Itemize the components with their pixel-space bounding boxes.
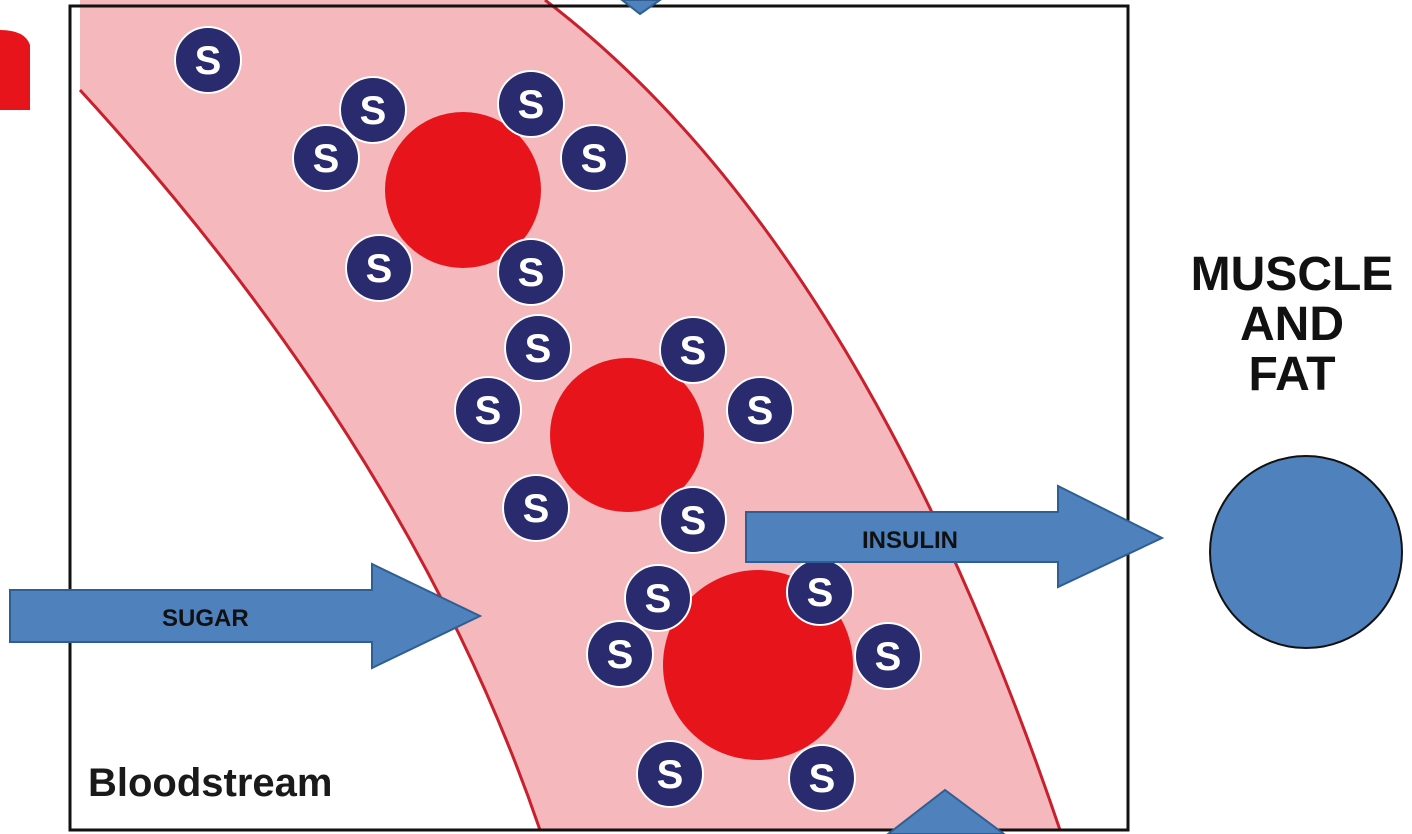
sugar-molecule-letter: S — [680, 329, 707, 373]
muscle-fat-cell — [1210, 456, 1402, 648]
bloodstream-label: Bloodstream — [88, 761, 333, 805]
red-corner-mark — [0, 30, 30, 110]
sugar-molecule-letter: S — [518, 83, 545, 127]
sugar-molecule-letter: S — [360, 89, 387, 133]
sugar-molecule-letter: S — [607, 633, 634, 677]
sugar-molecule-letter: S — [475, 389, 502, 433]
sugar-molecule-letter: S — [809, 757, 836, 801]
sugar-molecule-letter: S — [747, 389, 774, 433]
sugar-molecule-letter: S — [875, 635, 902, 679]
sugar-molecule-letter: S — [313, 137, 340, 181]
sugar-molecule-letter: S — [525, 327, 552, 371]
and-label: AND — [1240, 298, 1344, 351]
muscle-label: MUSCLE — [1191, 248, 1394, 301]
sugar-molecule-letter: S — [195, 39, 222, 83]
sugar-molecule-letter: S — [657, 753, 684, 797]
sugar-molecule-letter: S — [581, 137, 608, 181]
sugar-molecule-letter: S — [807, 571, 834, 615]
sugar-label: SUGAR — [162, 605, 249, 632]
sugar-molecule-letter: S — [523, 487, 550, 531]
sugar-molecule-letter: S — [680, 499, 707, 543]
insulin-label: INSULIN — [862, 527, 958, 554]
sugar-molecule-letter: S — [645, 577, 672, 621]
sugar-molecule-letter: S — [518, 251, 545, 295]
fat-label: FAT — [1248, 348, 1335, 401]
sugar-molecule-letter: S — [366, 247, 393, 291]
